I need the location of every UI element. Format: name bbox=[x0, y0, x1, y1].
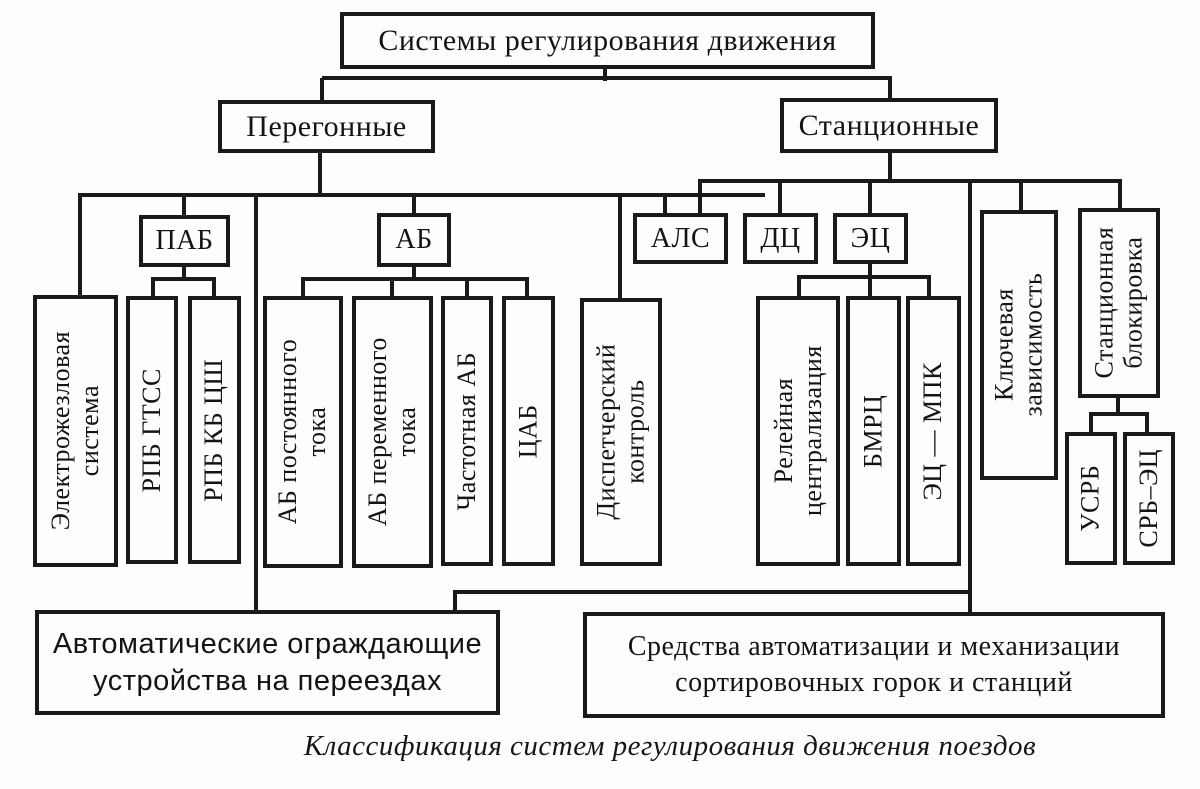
node-ab-peremennogo-toka-label: АБ переменного тока bbox=[362, 337, 421, 527]
node-stancionnaya-blokirovka-label: Станционная блокировка bbox=[1089, 227, 1148, 379]
node-rpb-kb-csh: РПБ КБ ЦШ bbox=[188, 296, 241, 564]
connector-line bbox=[868, 263, 872, 279]
connector-line bbox=[182, 266, 186, 281]
connector-line bbox=[412, 195, 416, 217]
connector-line bbox=[78, 193, 765, 197]
node-peregonnye-label: Перегонные bbox=[246, 109, 407, 143]
node-dc: ДЦ bbox=[743, 213, 818, 264]
connector-line bbox=[1089, 412, 1149, 416]
node-dispetcherskiy-kontrol: Диспетчерский контроль bbox=[580, 298, 662, 566]
node-usrb-label: УСРБ bbox=[1075, 464, 1105, 533]
node-ab-postoyannogo-toka: АБ постоянного тока bbox=[263, 296, 343, 568]
connector-line bbox=[868, 181, 872, 215]
connector-line bbox=[453, 590, 972, 594]
connector-line bbox=[412, 266, 416, 281]
node-klyuchevaya-zavisimost: Ключевая зависимость bbox=[980, 210, 1058, 480]
node-ec-mpk: ЭЦ — МПК bbox=[906, 296, 961, 566]
connector-line bbox=[797, 277, 801, 298]
node-usrb: УСРБ bbox=[1065, 432, 1117, 565]
connector-line bbox=[968, 181, 972, 616]
connector-line bbox=[182, 195, 186, 217]
connector-line bbox=[1118, 181, 1122, 212]
node-sortirovochnye-sredstva-label: Средства автоматизации и механизации сор… bbox=[627, 630, 1121, 698]
node-cab: ЦАБ bbox=[502, 296, 555, 566]
node-chastotnaya-ab-label: Частотная АБ bbox=[451, 351, 481, 511]
connector-line bbox=[698, 179, 1122, 183]
node-als-label: АЛС bbox=[650, 222, 711, 254]
connector-line bbox=[525, 279, 529, 298]
node-klyuchevaya-zavisimost-label: Ключевая зависимость bbox=[989, 273, 1048, 417]
connector-line bbox=[390, 279, 394, 298]
node-peregonnye: Перегонные bbox=[218, 100, 435, 153]
connector-line bbox=[254, 195, 258, 614]
connector-line bbox=[698, 181, 702, 215]
node-releynaya-centralizaciya-label: Релейная централизация bbox=[768, 345, 826, 517]
connector-line bbox=[322, 76, 892, 80]
node-pereezd-ustroystva-label: Автоматические ограждающие устройства на… bbox=[52, 628, 483, 697]
connector-line bbox=[888, 151, 892, 181]
connector-line bbox=[663, 195, 667, 215]
node-ec-mpk-label: ЭЦ — МПК bbox=[918, 361, 948, 501]
connector-line bbox=[1019, 181, 1023, 212]
connector-line bbox=[927, 277, 931, 298]
connector-line bbox=[301, 279, 305, 298]
node-ec: ЭЦ bbox=[833, 213, 908, 264]
node-bmrc: БМРЦ bbox=[846, 296, 901, 566]
connector-line bbox=[888, 78, 892, 102]
node-pab: ПАБ bbox=[139, 215, 230, 267]
node-rpb-kb-csh-label: РПБ КБ ЦШ bbox=[199, 358, 229, 502]
connector-line bbox=[618, 195, 622, 300]
node-ab-postoyannogo-toka-label: АБ постоянного тока bbox=[273, 339, 332, 525]
connector-line bbox=[797, 275, 931, 279]
connector-line bbox=[1145, 414, 1149, 434]
connector-line bbox=[151, 277, 216, 281]
node-ab-label: АБ bbox=[395, 224, 433, 256]
connector-line bbox=[1116, 396, 1120, 416]
node-pab-label: ПАБ bbox=[155, 225, 214, 257]
connector-line bbox=[320, 78, 324, 104]
connector-line bbox=[301, 277, 529, 281]
connector-line bbox=[603, 65, 607, 81]
node-ec-label: ЭЦ bbox=[850, 222, 891, 254]
node-chastotnaya-ab: Частотная АБ bbox=[441, 296, 493, 566]
connector-line bbox=[868, 277, 872, 298]
node-dispetcherskiy-kontrol-label: Диспетчерский контроль bbox=[591, 343, 649, 521]
connector-line bbox=[151, 279, 155, 298]
node-root: Системы регулирования движения bbox=[340, 12, 875, 69]
node-ab: АБ bbox=[377, 213, 451, 267]
node-als: АЛС bbox=[633, 213, 728, 264]
connector-line bbox=[212, 279, 216, 298]
node-dc-label: ДЦ bbox=[760, 222, 801, 254]
node-srb-ec: СРБ–ЭЦ bbox=[1123, 432, 1175, 565]
connector-line bbox=[465, 279, 469, 298]
node-electrozhezlovaya-sistema: Электрожезловая система bbox=[33, 295, 118, 567]
figure-caption: Классификация систем регулирования движе… bbox=[303, 730, 1037, 762]
connector-line bbox=[78, 193, 82, 297]
node-rpb-gtss-label: РПБ ГТСС bbox=[136, 367, 166, 493]
node-srb-ec-label: СРБ–ЭЦ bbox=[1133, 449, 1163, 548]
connector-line bbox=[778, 181, 782, 215]
node-rpb-gtss: РПБ ГТСС bbox=[126, 296, 178, 564]
connector-line bbox=[318, 150, 322, 197]
node-stantsionnye-label: Станционные bbox=[798, 108, 980, 142]
node-bmrc-label: БМРЦ bbox=[858, 394, 888, 468]
node-sortirovochnye-sredstva: Средства автоматизации и механизации сор… bbox=[583, 612, 1165, 718]
node-cab-label: ЦАБ bbox=[513, 404, 543, 458]
node-stantsionnye: Станционные bbox=[780, 98, 998, 153]
node-releynaya-centralizaciya: Релейная централизация bbox=[756, 296, 840, 566]
node-ab-peremennogo-toka: АБ переменного тока bbox=[352, 296, 433, 568]
node-electrozhezlovaya-sistema-label: Электрожезловая система bbox=[45, 331, 104, 531]
node-pereezd-ustroystva: Автоматические ограждающие устройства на… bbox=[35, 610, 500, 715]
node-root-label: Системы регулирования движения bbox=[378, 23, 837, 57]
connector-line bbox=[1089, 414, 1093, 434]
connector-line bbox=[453, 592, 457, 612]
node-stancionnaya-blokirovka: Станционная блокировка bbox=[1078, 208, 1160, 398]
